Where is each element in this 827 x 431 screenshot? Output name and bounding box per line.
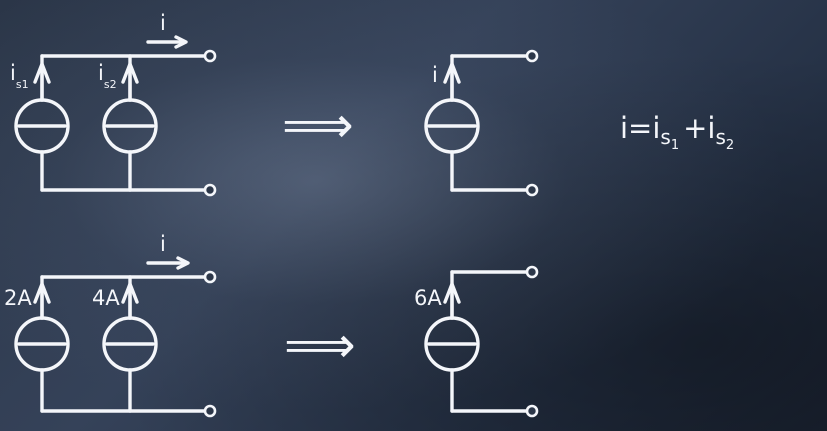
bottom-terminal-upper xyxy=(203,270,217,284)
bottom-current-label: i xyxy=(160,232,166,256)
equivalent-source-label: i xyxy=(432,63,438,87)
bottom-current-arrow-icon xyxy=(146,256,190,270)
bottom-parallel-circuit: 2A 4A i xyxy=(4,232,217,418)
superposition-equation: i=is1+is2 xyxy=(620,111,734,153)
source-2a-arrow-icon xyxy=(33,282,51,320)
source2-arrow-icon xyxy=(121,62,139,102)
top-implies-arrow-icon: ⟹ xyxy=(282,96,354,154)
top-parallel-circuit: is1 is2 i xyxy=(10,11,217,197)
current-source-2-icon xyxy=(102,98,158,154)
equivalent-source-icon xyxy=(424,98,480,154)
current-source-1-icon xyxy=(14,98,70,154)
equivalent-arrow-icon xyxy=(443,62,461,102)
top-eq-terminal-upper xyxy=(525,49,539,63)
top-current-label: i xyxy=(160,11,166,35)
top-current-arrow-icon xyxy=(146,35,188,49)
current-source-4a-icon xyxy=(102,316,158,372)
source2-label: is2 xyxy=(98,61,117,91)
top-terminal-upper xyxy=(203,49,217,63)
top-eq-terminal-lower xyxy=(525,183,539,197)
bottom-equivalent-circuit: 6A xyxy=(414,265,539,418)
bottom-eq-terminal-upper xyxy=(525,265,539,279)
source-6a-arrow-icon xyxy=(443,282,461,320)
source1-arrow-icon xyxy=(33,62,51,102)
source-2a-label: 2A xyxy=(4,286,32,310)
source1-label: is1 xyxy=(10,61,29,91)
top-equivalent-circuit: i xyxy=(424,49,539,197)
source-6a-label: 6A xyxy=(414,286,442,310)
bottom-terminal-lower xyxy=(203,404,217,418)
bottom-eq-terminal-lower xyxy=(525,404,539,418)
current-source-2a-icon xyxy=(14,316,70,372)
source-4a-label: 4A xyxy=(92,286,120,310)
bottom-implies-arrow-icon: ⟹ xyxy=(284,316,356,374)
top-terminal-lower xyxy=(203,183,217,197)
current-source-6a-icon xyxy=(424,316,480,372)
source-4a-arrow-icon xyxy=(121,282,139,320)
